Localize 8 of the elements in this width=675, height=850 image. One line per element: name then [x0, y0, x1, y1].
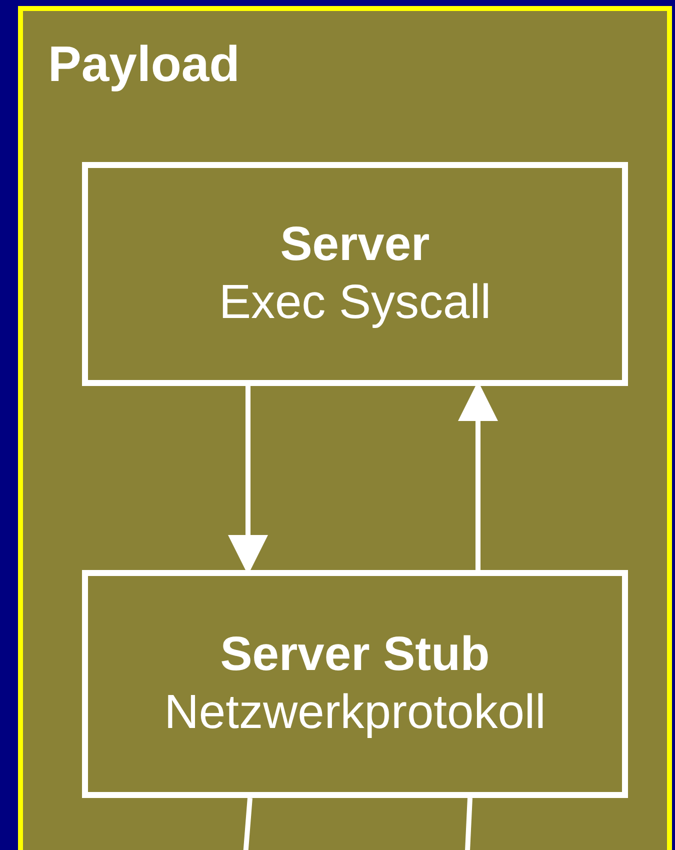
box-heading: Server Stub [220, 627, 490, 684]
process-box [82, 570, 628, 798]
payload-panel [18, 6, 672, 850]
panel-title: Payload [48, 39, 240, 89]
process-box [82, 162, 628, 386]
box-heading: Server [280, 217, 430, 274]
box-subtitle: Netzwerkprotokoll [164, 685, 546, 741]
box-subtitle: Exec Syscall [218, 275, 492, 331]
